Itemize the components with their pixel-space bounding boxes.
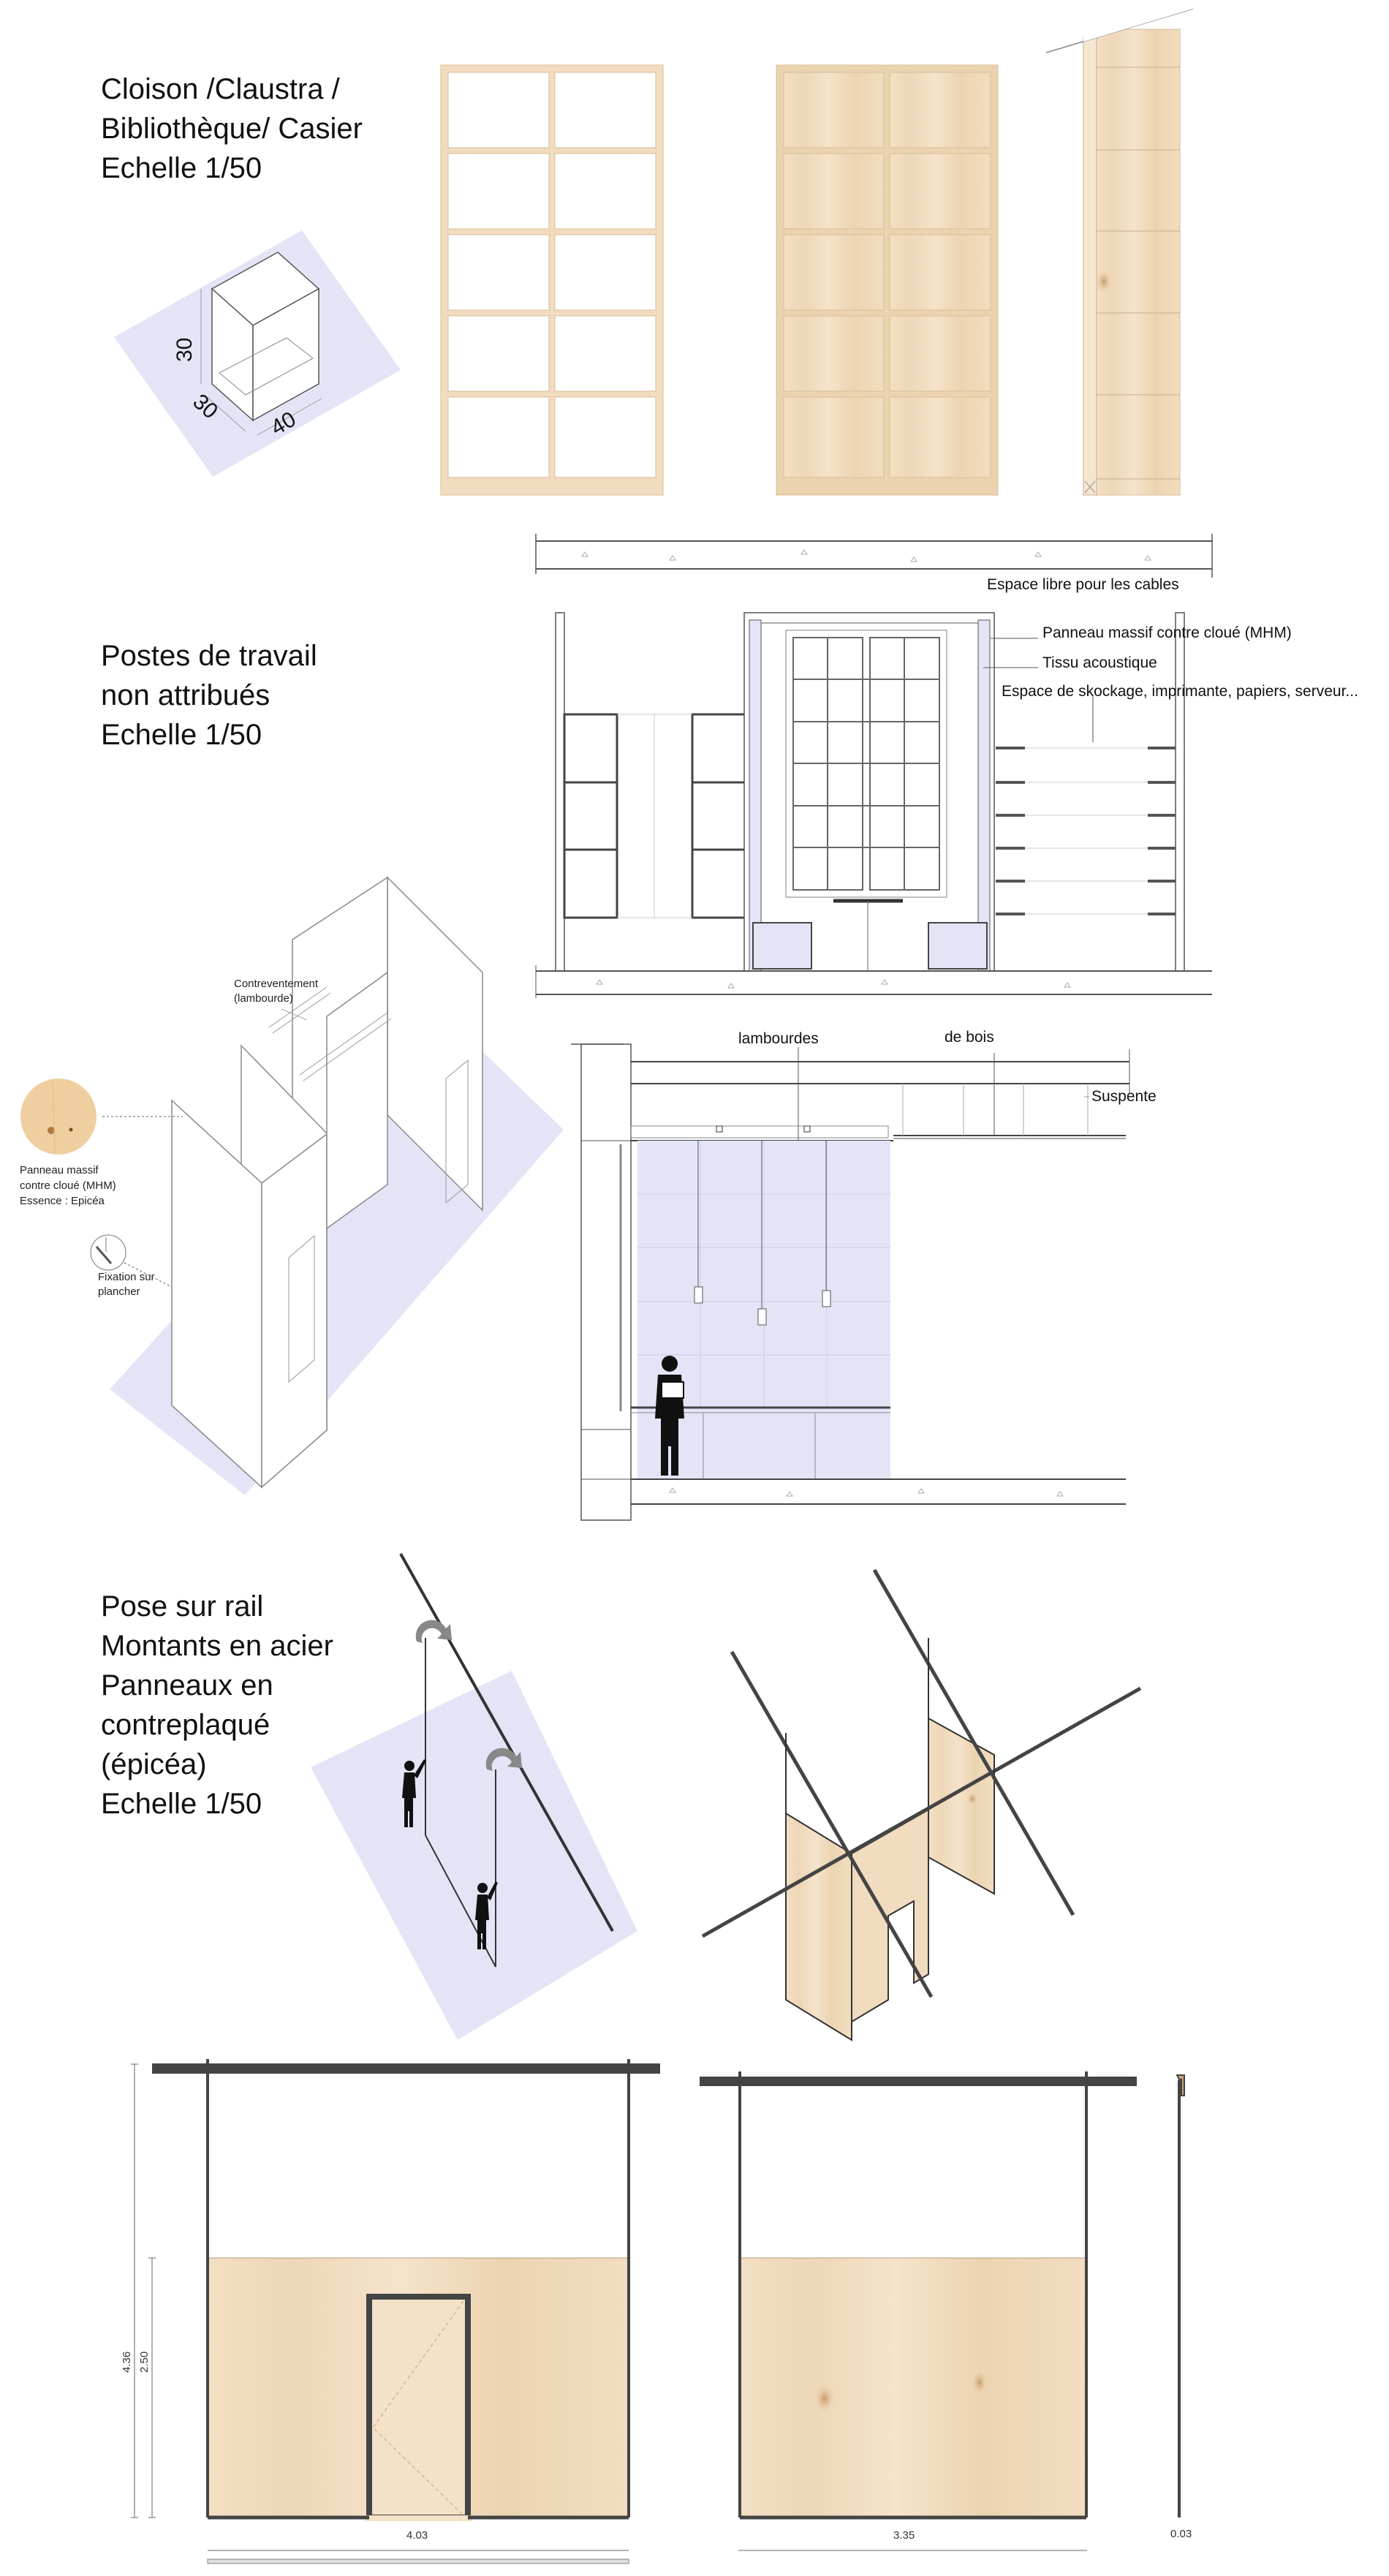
partition-iso	[701, 1568, 1142, 2041]
section-label-joists: lambourdes	[738, 1030, 819, 1047]
workstation-isometric: Panneau massif contre cloué (MHM) Essenc…	[20, 876, 564, 1495]
storage-shelves	[996, 747, 1176, 915]
floor-slab-section	[535, 534, 1213, 578]
partition-thickness-section: 0.03	[1170, 2074, 1192, 2540]
bracing-label-line: Contreventement	[234, 978, 319, 990]
material-label-line: Essence : Epicéa	[20, 1195, 105, 1207]
section-title-line: contreplaqué	[101, 1709, 270, 1741]
fixing-label-line: Fixation sur	[98, 1271, 155, 1283]
section-title-line: Pose sur rail	[101, 1590, 263, 1623]
wood-sample-icon	[20, 1079, 96, 1155]
worker-silhouette-icon	[475, 1881, 498, 1949]
dimension-total-height: 4.36	[121, 2352, 133, 2373]
bookshelf-elevation-closed	[776, 64, 999, 496]
annotation-panel: Panneau massif contre cloué (MHM)	[1042, 624, 1292, 641]
section-title-line: Echelle 1/50	[101, 1788, 262, 1820]
dimension-width-b: 3.35	[893, 2529, 915, 2542]
person-silhouette-icon	[655, 1356, 684, 1476]
cube-height-label: 30	[173, 338, 197, 362]
section-bookcase: Cloison /Claustra / Bibliothèque/ Casier…	[101, 0, 1213, 593]
rail-installation-iso	[311, 1553, 637, 2040]
section-title-line: (épicéa)	[101, 1748, 207, 1780]
partition-elevation-plain: 3.35	[700, 2071, 1137, 2551]
annotation-storage: Espace de skockage, imprimante, papiers,…	[1002, 683, 1358, 700]
bookshelf-side-section	[1045, 0, 1194, 496]
section-label-hanger: Suspente	[1091, 1088, 1157, 1105]
dimension-width-a: 4.03	[406, 2529, 428, 2542]
annotation-fabric: Tissu acoustique	[1042, 654, 1157, 671]
section-title-line: Echelle 1/50	[101, 152, 262, 184]
dimension-thickness: 0.03	[1170, 2528, 1192, 2540]
partition-elevation-door: 4.36 2.50 4.03	[121, 2059, 660, 2564]
dimension-panel-height: 2.50	[138, 2352, 151, 2373]
section-title-line: Panneaux en	[101, 1669, 273, 1701]
section-title-line: Echelle 1/50	[101, 719, 262, 751]
material-label-line: Panneau massif	[20, 1164, 99, 1176]
floor-fixing-detail-icon	[90, 1234, 126, 1271]
workstation-elevation: Panneau massif contre cloué (MHM) Tissu …	[535, 612, 1358, 998]
section-title-line: non attribués	[101, 679, 270, 711]
building-section: lambourdes de bois Suspente	[571, 1029, 1157, 1521]
material-label-line: contre cloué (MHM)	[20, 1179, 116, 1192]
section-title-line: Bibliothèque/ Casier	[101, 113, 363, 145]
cable-space-note: Espace libre pour les cables	[987, 576, 1179, 593]
section-rail-partitions: Pose sur rail Montants en acier Panneaux…	[101, 1553, 1192, 2564]
worker-silhouette-icon	[402, 1759, 426, 1827]
pendant-lamps	[694, 1141, 831, 1326]
fixing-label-line: plancher	[98, 1285, 140, 1298]
section-title-line: Montants en acier	[101, 1630, 333, 1662]
bookshelf-elevation-open	[440, 64, 664, 496]
section-title-line: Cloison /Claustra /	[101, 73, 341, 105]
section-label-wood: de bois	[945, 1029, 994, 1046]
rotation-arrow-icon	[485, 1748, 522, 1771]
iso-cube-module: 30 30 40	[114, 230, 401, 477]
acoustic-cabin	[743, 612, 995, 972]
bracing-label-line: (lambourde)	[234, 992, 293, 1005]
section-title-line: Postes de travail	[101, 640, 317, 672]
section-workstations: Postes de travail non attribués Echelle …	[20, 612, 1358, 1521]
rotation-arrow-icon	[415, 1620, 452, 1643]
